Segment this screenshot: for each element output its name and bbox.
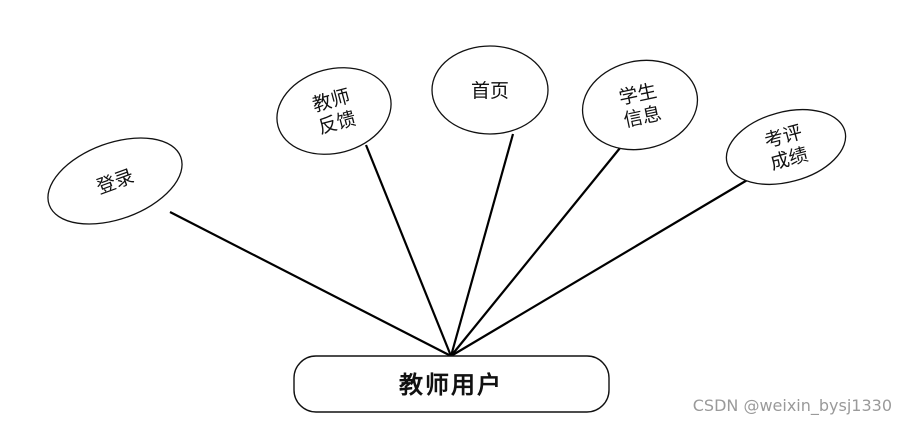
connector-teacher-feedback: [364, 144, 453, 357]
node-login: 登录: [47, 137, 183, 225]
root-box: [293, 355, 610, 413]
connector-evaluation-grades: [450, 178, 750, 357]
node-home-ellipse: [431, 45, 549, 135]
node-student-info-ellipse: [581, 59, 699, 151]
node-evaluation-grades-ellipse: [725, 109, 847, 185]
node-login-ellipse: [47, 137, 183, 225]
watermark: CSDN @weixin_bysj1330: [692, 396, 892, 415]
connectors: [169, 133, 750, 357]
connector-login: [169, 211, 452, 357]
root-label: 教师用户: [399, 371, 503, 399]
root-node: 教师用户: [293, 355, 610, 413]
node-teacher-feedback-ellipse: [276, 67, 392, 155]
node-home: 首页: [431, 45, 549, 135]
node-home-label-0: 首页: [471, 80, 509, 102]
connector-student-info: [450, 147, 621, 357]
connector-home: [449, 133, 515, 357]
